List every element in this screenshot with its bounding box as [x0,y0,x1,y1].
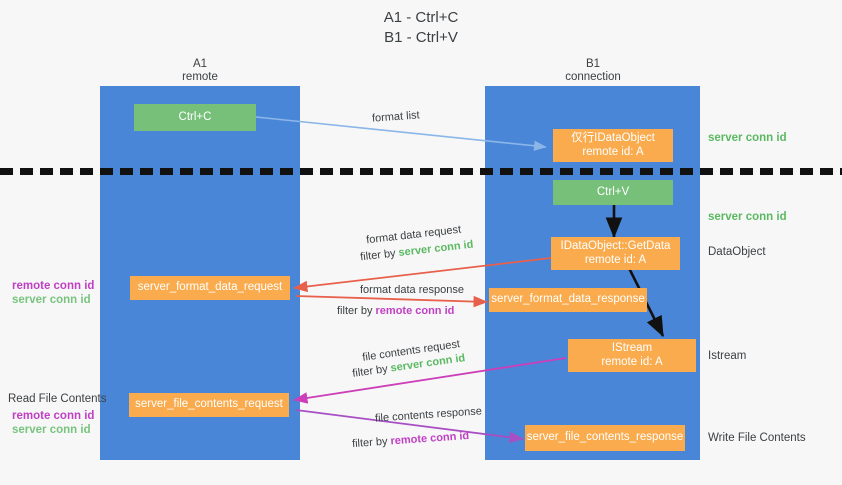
node-server-file-contents-response-label: server_file_contents_response [526,431,684,444]
column-header-a1-sub: remote [182,71,218,83]
phase-divider [0,168,842,175]
edge-label-format-data-response: format data response [360,284,464,296]
node-idataobject-getdata[interactable]: IDataObject::GetData remote id: A [551,237,680,270]
title-line-1: A1 - Ctrl+C [383,9,459,26]
page-title: A1 - Ctrl+C B1 - Ctrl+V [0,8,842,48]
left-conn-pair-format: remote conn id server conn id [12,279,94,307]
filter-prefix-file-request: filter by [351,362,392,380]
filter-prefix-format-response: filter by [337,305,376,317]
filter-value-format-response: remote conn id [375,305,455,317]
node-server-format-data-response-label: server_format_data_response [491,293,645,306]
left-label-remote-conn-id-format: remote conn id [12,280,95,292]
edge-format-data-request [293,257,552,293]
node-istream-line2: remote id: A [601,355,663,368]
column-header-b1-name: B1 [585,58,601,70]
title-line-2: B1 - Ctrl+V [384,29,458,46]
node-idataobject-line1: 仅行IDataObject [571,132,655,144]
node-server-format-data-request-label: server_format_data_request [137,281,283,294]
column-header-a1: A1 remote [140,58,260,84]
left-label-server-conn-id-format: server conn id [12,294,91,306]
right-label-write-file-contents: Write File Contents [708,432,806,444]
node-server-format-data-response[interactable]: server_format_data_response [489,288,647,312]
column-header-b1-sub: connection [565,71,621,83]
column-header-b1: B1 connection [528,58,658,84]
filter-prefix-file-response: filter by [351,435,391,451]
node-idataobject-getdata-line1: IDataObject::GetData [560,240,671,252]
node-server-file-contents-response[interactable]: server_file_contents_response [525,425,685,451]
node-server-format-data-request[interactable]: server_format_data_request [130,276,290,300]
edge-file-contents-response [295,409,524,444]
node-idataobject[interactable]: 仅行IDataObject remote id: A [553,129,673,162]
node-istream[interactable]: IStream remote id: A [568,339,696,372]
left-conn-pair-file: remote conn id server conn id [12,409,94,437]
right-label-server-conn-id-mid: server conn id [708,211,787,223]
right-label-server-conn-id-top: server conn id [708,132,787,144]
edge-file-contents-request [293,357,567,404]
node-ctrl-v-label: Ctrl+V [596,185,630,198]
column-header-a1-name: A1 [192,58,208,70]
right-label-istream: Istream [708,350,747,362]
node-idataobject-line2: remote id: A [582,145,644,158]
node-server-file-contents-request[interactable]: server_file_contents_request [129,393,289,417]
filter-prefix-format-request: filter by [359,247,400,264]
left-label-remote-conn-id-file: remote conn id [12,410,95,422]
left-label-read-file-contents: Read File Contents [8,393,107,405]
node-server-file-contents-request-label: server_file_contents_request [135,398,283,411]
node-ctrl-c[interactable]: Ctrl+C [134,104,256,131]
node-ctrl-v[interactable]: Ctrl+V [553,180,673,205]
edge-label-format-data-response-filter: filter by remote conn id [337,304,454,319]
edge-format-list [255,116,547,151]
edge-format-data-response [295,295,488,308]
node-istream-line1: IStream [611,342,653,354]
node-ctrl-c-label: Ctrl+C [178,110,212,123]
right-label-dataobject: DataObject [708,246,766,258]
node-idataobject-getdata-line2: remote id: A [584,253,647,266]
left-label-server-conn-id-file: server conn id [12,424,91,436]
